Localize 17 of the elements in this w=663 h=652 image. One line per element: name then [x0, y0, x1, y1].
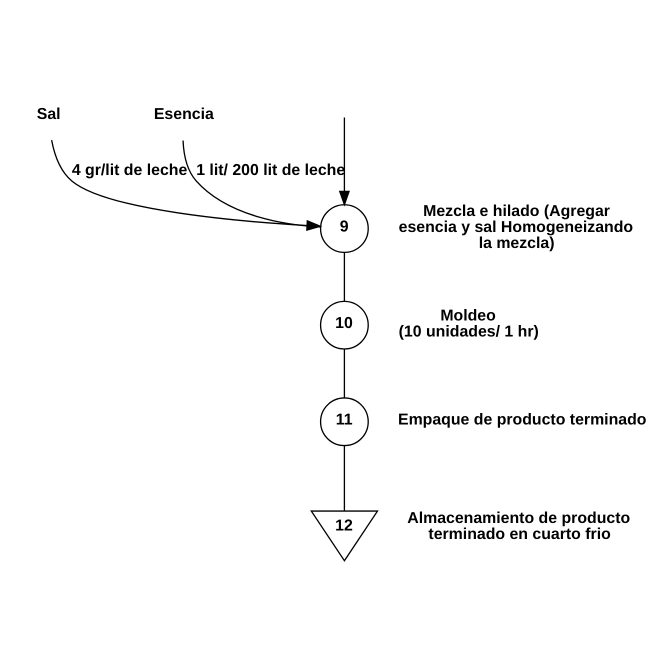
connector [182, 140, 320, 228]
edge-label: 1 lit/ 200 lit de leche [196, 162, 346, 179]
node-label: Moldeo [440, 307, 496, 324]
connector [344, 252, 346, 301]
node-text: Sal [36, 105, 61, 122]
node-text: Esencia [154, 105, 214, 122]
connector [344, 348, 346, 398]
node-label: Almacenamiento de producto terminado en cuarto frio [407, 510, 630, 543]
node-circle: 9 [320, 204, 369, 253]
node-label: Mezcla e hilado (Agregar esencia y sal Homogeneizando la mezcla) [398, 202, 634, 252]
node-label: (10 unidades/ 1 hr) [398, 323, 539, 340]
connector [344, 446, 346, 510]
node-circle: 10 [320, 300, 369, 350]
node-circle: 11 [320, 396, 369, 446]
node-label: Empaque de producto terminado [398, 411, 646, 428]
arrow [338, 117, 350, 206]
edge-label: 4 gr/lit de leche [72, 162, 188, 179]
